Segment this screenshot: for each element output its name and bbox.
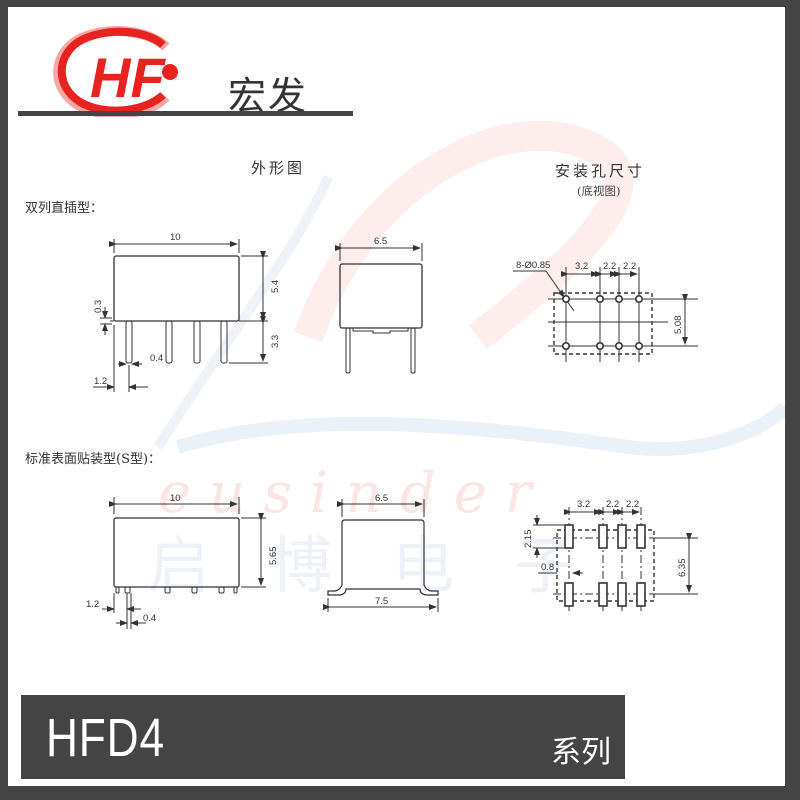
brand-name: 宏发 [228, 74, 309, 118]
smd-front-view [102, 497, 266, 629]
svg-text:3.2: 3.2 [577, 499, 590, 510]
technical-drawings: 10 5.4 3.3 0.3 0.4 1.2 6.5 8-Ø0.85 3.2 2… [86, 232, 698, 629]
svg-text:1.2: 1.2 [94, 376, 107, 387]
svg-text:2.15: 2.15 [523, 530, 534, 549]
svg-text:0.4: 0.4 [150, 353, 163, 364]
svg-text:2.2: 2.2 [626, 499, 639, 510]
smd-type-label: 标准表面贴装型(S型)： [25, 452, 162, 467]
svg-text:3.2: 3.2 [575, 261, 588, 272]
svg-text:10: 10 [170, 493, 181, 504]
svg-text:7.5: 7.5 [375, 596, 388, 607]
dip-type-label: 双列直插型： [25, 201, 104, 216]
svg-text:2.2: 2.2 [606, 499, 619, 510]
header-rule [18, 111, 353, 116]
smd-side-view [323, 499, 439, 612]
dip-hole-layout [513, 267, 698, 362]
mounting-title: 安装孔尺寸 [555, 162, 646, 180]
svg-text:3.3: 3.3 [270, 335, 281, 348]
svg-text:5.08: 5.08 [673, 316, 684, 335]
svg-text:5.4: 5.4 [270, 280, 281, 293]
svg-text:5.65: 5.65 [268, 547, 279, 566]
svg-text:0.8: 0.8 [541, 562, 554, 573]
svg-text:0.3: 0.3 [93, 300, 104, 313]
series-label: 系列 [551, 735, 611, 770]
svg-text:10: 10 [170, 232, 181, 243]
svg-text:HF: HF [90, 46, 166, 109]
datasheet-page: eusinder 启博电子 HF 宏发 外形图 安装孔尺寸 (底视图) 双列直插… [8, 7, 785, 786]
smd-pad-layout [533, 507, 698, 613]
model-name: HFD4 [46, 708, 165, 768]
svg-text:6.35: 6.35 [677, 559, 688, 578]
series-banner: HFD4 系列 [21, 695, 625, 779]
svg-text:6.5: 6.5 [374, 236, 387, 247]
svg-text:6.5: 6.5 [375, 493, 388, 504]
outline-title: 外形图 [251, 159, 306, 177]
svg-text:2.2: 2.2 [603, 261, 616, 272]
svg-text:2.2: 2.2 [623, 261, 636, 272]
mounting-subtitle: (底视图) [577, 184, 621, 198]
svg-text:0.4: 0.4 [143, 613, 156, 624]
dip-side-view [335, 243, 423, 374]
svg-text:8-Ø0.85: 8-Ø0.85 [516, 260, 550, 271]
svg-text:1.2: 1.2 [86, 599, 99, 610]
dip-front-view [93, 239, 268, 392]
